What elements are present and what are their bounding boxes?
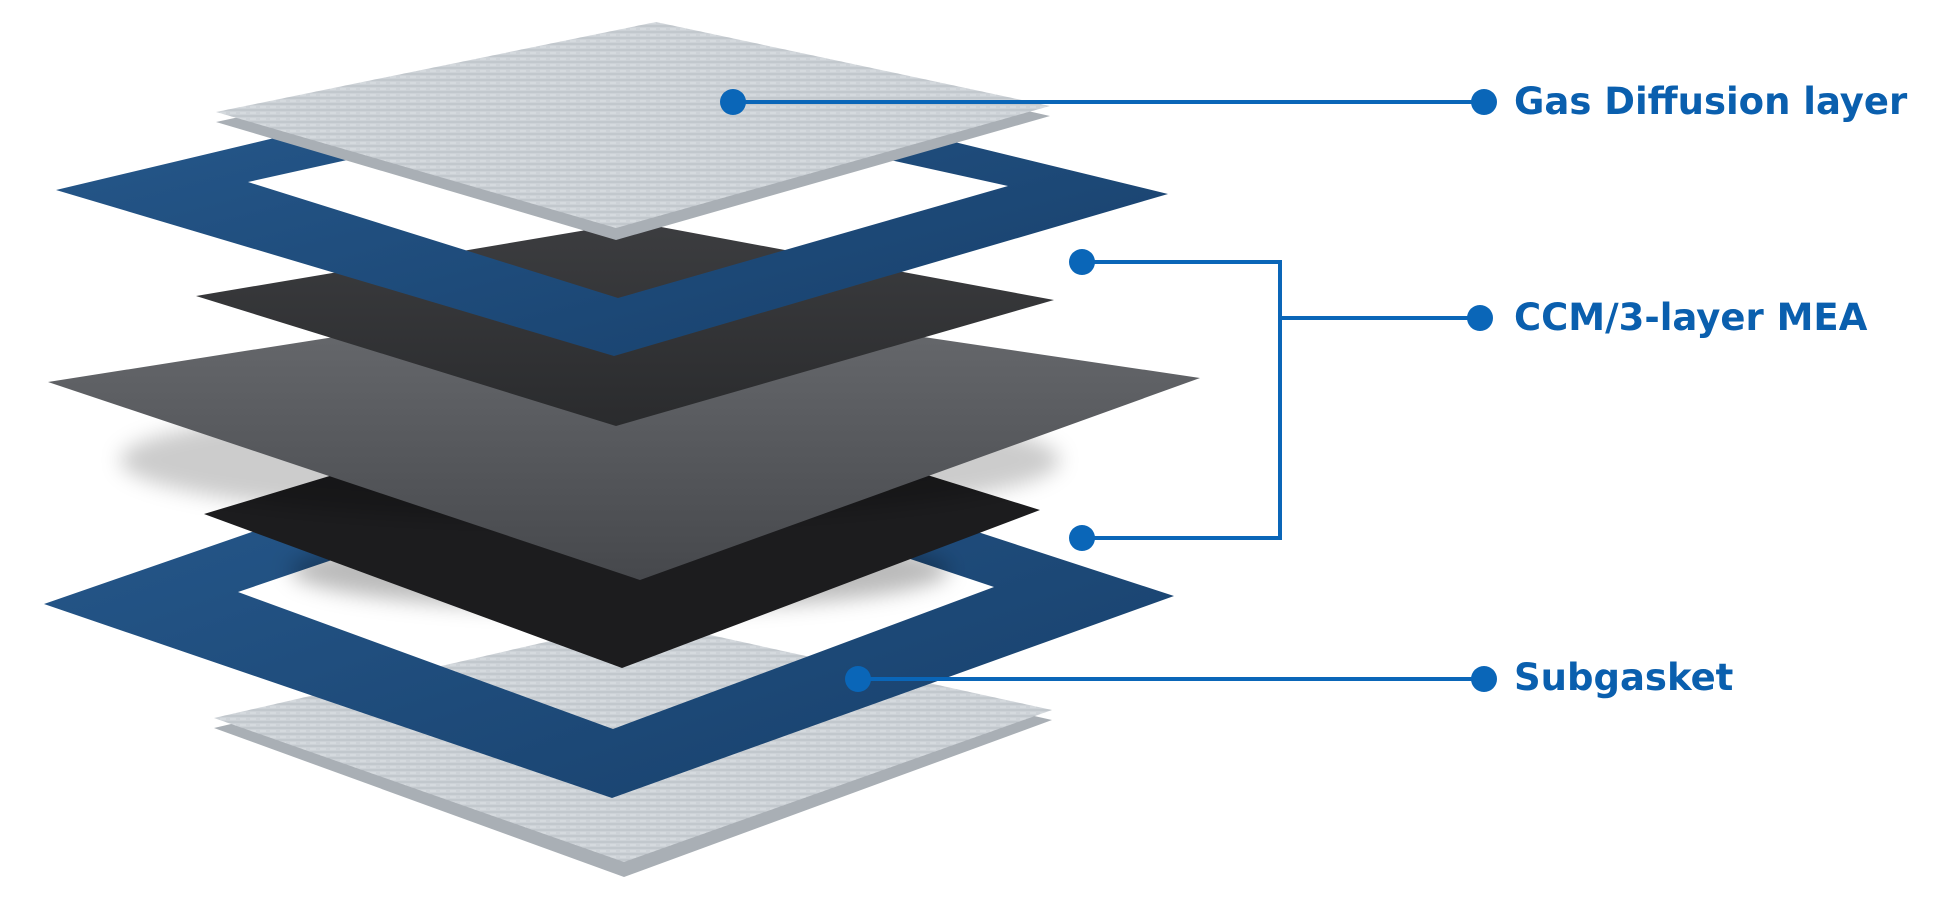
callout-dot-icon bbox=[1069, 525, 1095, 551]
callout-dot-icon bbox=[1069, 249, 1095, 275]
label-gas-diffusion-layer: Gas Diffusion layer bbox=[1514, 80, 1908, 123]
label-subgasket: Subgasket bbox=[1514, 656, 1734, 699]
gdl-top-sheet bbox=[216, 22, 1050, 240]
callout-dot-icon bbox=[1467, 305, 1493, 331]
label-ccm-mea: CCM/3-layer MEA bbox=[1514, 296, 1868, 339]
callout-dot-icon bbox=[1471, 89, 1497, 115]
callout-dot-icon bbox=[1471, 666, 1497, 692]
callout-subgasket bbox=[845, 666, 1497, 692]
callout-gas-diffusion-layer bbox=[720, 89, 1497, 115]
callout-dot-icon bbox=[845, 666, 871, 692]
callout-dot-icon bbox=[720, 89, 746, 115]
catalyst-layer-lower bbox=[48, 292, 1200, 580]
callout-ccm-mea bbox=[1069, 249, 1493, 551]
